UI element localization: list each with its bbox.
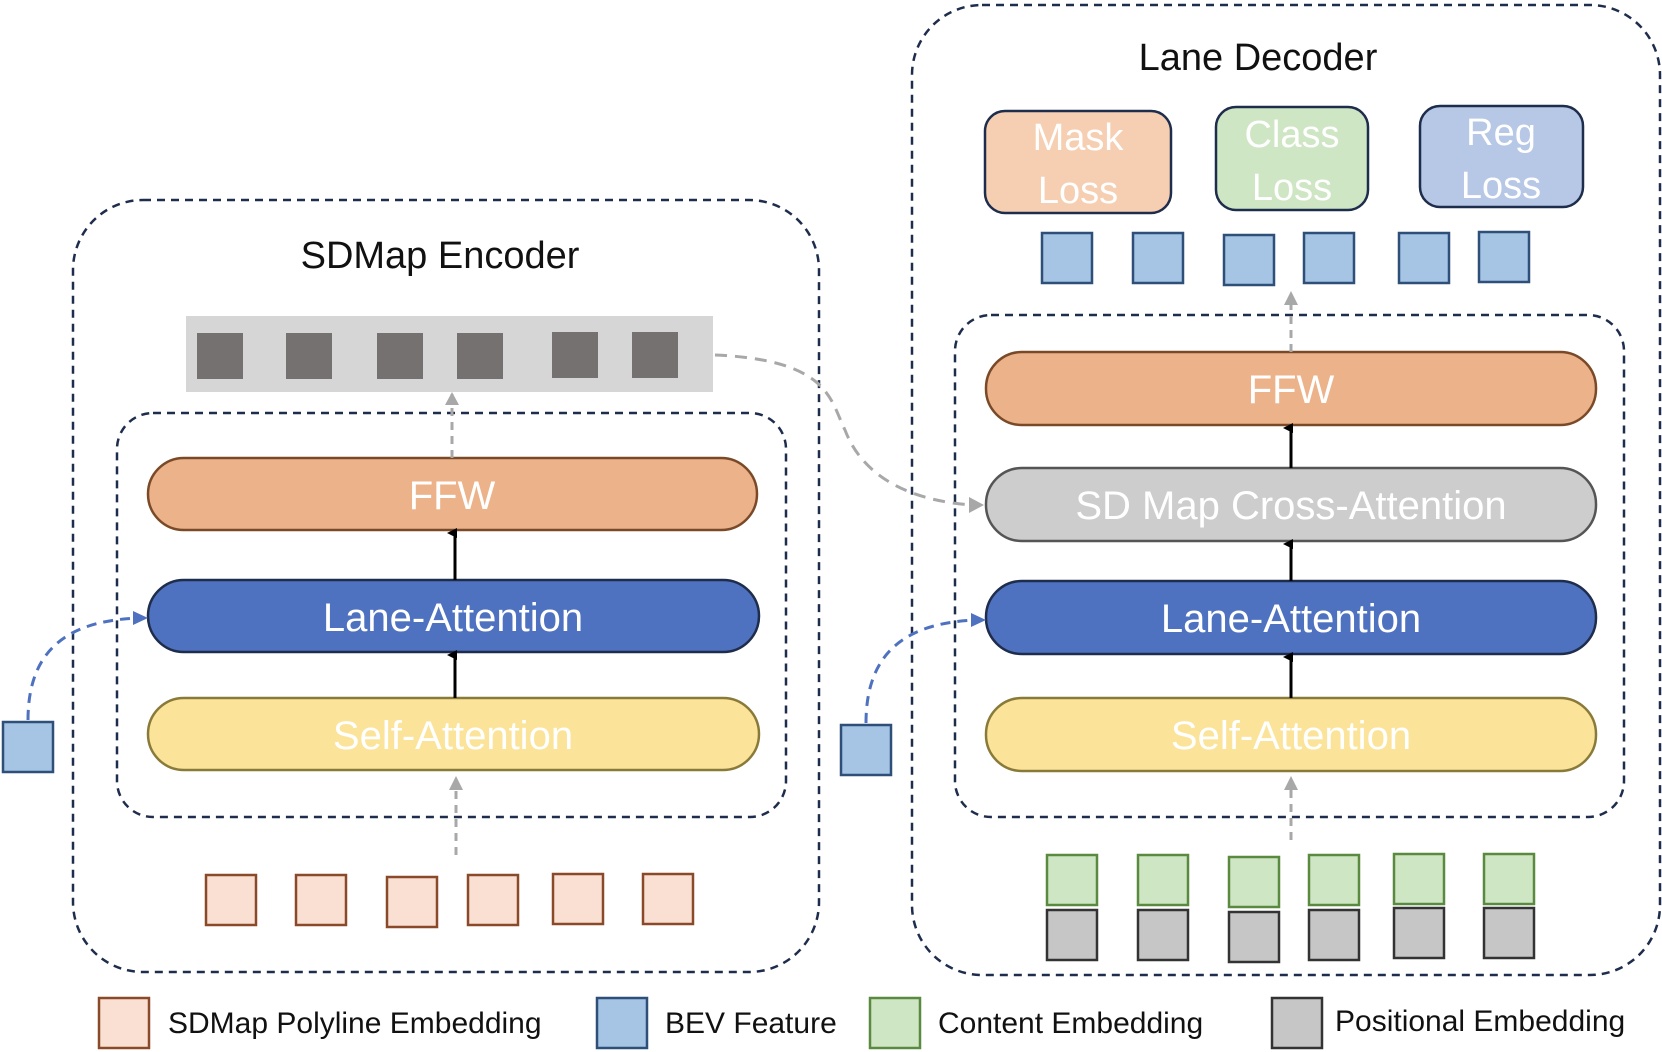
legend-swatch-content	[868, 996, 922, 1050]
decoder-output-tokens	[1040, 230, 1531, 287]
reg-loss-rect	[1418, 104, 1585, 209]
encoder-lane-attention-label: Lane-Attention	[323, 596, 583, 640]
positional-embedding-token	[1482, 906, 1536, 960]
encoder-output-token	[632, 332, 678, 378]
positional-embedding-token	[1307, 908, 1361, 962]
decoder-output-token	[1040, 231, 1094, 285]
decoder-self-attention-block: Self-Attention	[984, 696, 1598, 773]
content-embedding-token	[1307, 853, 1361, 907]
decoder-output-token	[1477, 230, 1531, 284]
decoder-output-token	[1397, 231, 1451, 285]
reg-loss-line1: Reg	[1466, 112, 1536, 154]
encoder-title: SDMap Encoder	[301, 235, 580, 277]
content-embedding-token	[1136, 853, 1190, 907]
legend-swatch-bev	[595, 996, 649, 1050]
encoder-arrow-head-self	[449, 776, 463, 790]
encoder-arrow-head-output	[445, 392, 459, 405]
encoder-bev-arrow	[26, 616, 141, 721]
encoder-lane-attention-block: Lane-Attention	[146, 578, 761, 654]
legend-label-polyline: SDMap Polyline Embedding	[168, 1007, 542, 1040]
class-loss-line1: Class	[1244, 114, 1339, 156]
positional-embedding-token	[1227, 910, 1281, 964]
legend-swatch-positional	[1270, 996, 1324, 1050]
encoder-input-token	[641, 872, 695, 926]
legend-item-bev: BEV Feature	[595, 996, 837, 1050]
encoder-self-attention-block: Self-Attention	[146, 696, 761, 772]
content-embedding-token	[1392, 852, 1446, 906]
class-loss-box: Class Loss	[1214, 105, 1370, 212]
legend: SDMap Polyline Embedding BEV Feature Con…	[97, 996, 1625, 1050]
positional-embedding-token	[1136, 908, 1190, 962]
sdmap-encoder: SDMap Encoder FFW Lane-Attention Self-At…	[1, 198, 821, 974]
encoder-output-bar	[186, 316, 713, 392]
decoder-output-token	[1131, 231, 1185, 285]
decoder-bev-feature	[839, 723, 893, 777]
decoder-output-token	[1222, 233, 1276, 287]
content-embedding-token	[1482, 852, 1536, 906]
decoder-arrow-head-output	[1284, 291, 1298, 305]
encoder-bev-feature	[1, 720, 55, 774]
decoder-outer-frame	[910, 3, 1662, 977]
encoder-output-token	[197, 333, 243, 379]
encoder-bev-arrow-head	[133, 611, 148, 625]
encoder-input-token	[551, 872, 605, 926]
decoder-bev-arrow-head	[971, 613, 986, 627]
encoder-to-cross-attention-connector	[714, 353, 973, 507]
decoder-ffw-block: FFW	[984, 350, 1598, 427]
encoder-to-cross-attention-arrow-head	[969, 497, 984, 513]
encoder-output-token	[552, 332, 598, 378]
legend-label-bev: BEV Feature	[665, 1007, 837, 1040]
encoder-input-token	[385, 875, 439, 929]
encoder-self-attention-label: Self-Attention	[333, 714, 573, 758]
encoder-input-tokens	[204, 872, 695, 929]
reg-loss-line2: Loss	[1461, 165, 1541, 207]
legend-label-positional: Positional Embedding	[1335, 1005, 1625, 1038]
encoder-output-tokens	[197, 332, 678, 379]
decoder-lane-attention-block: Lane-Attention	[984, 579, 1598, 656]
encoder-input-token	[294, 873, 348, 927]
encoder-output-token	[457, 333, 503, 379]
encoder-output-token	[286, 333, 332, 379]
decoder-arrow-head-self	[1284, 776, 1298, 790]
decoder-cross-attention-label: SD Map Cross-Attention	[1075, 484, 1506, 528]
decoder-output-token	[1302, 231, 1356, 285]
encoder-input-token	[466, 873, 520, 927]
legend-item-content: Content Embedding	[868, 996, 1203, 1050]
mask-loss-rect	[983, 109, 1173, 215]
content-embedding-token	[1045, 853, 1099, 907]
legend-item-positional: Positional Embedding	[1270, 996, 1625, 1050]
mask-loss-line1: Mask	[1033, 117, 1125, 159]
decoder-lane-attention-label: Lane-Attention	[1161, 597, 1421, 641]
encoder-ffw-block: FFW	[146, 456, 759, 532]
encoder-ffw-label: FFW	[409, 474, 496, 518]
decoder-ffw-label: FFW	[1248, 368, 1335, 412]
legend-label-content: Content Embedding	[938, 1007, 1203, 1040]
positional-embedding-token	[1392, 906, 1446, 960]
class-loss-line2: Loss	[1252, 167, 1332, 209]
content-embedding-token	[1227, 855, 1281, 909]
reg-loss-box: Reg Loss	[1418, 104, 1585, 209]
legend-swatch-polyline	[97, 996, 151, 1050]
legend-item-polyline: SDMap Polyline Embedding	[97, 996, 542, 1050]
decoder-positional-embeddings	[1045, 906, 1536, 964]
decoder-self-attention-label: Self-Attention	[1171, 714, 1411, 758]
decoder-title: Lane Decoder	[1139, 37, 1378, 79]
positional-embedding-token	[1045, 908, 1099, 962]
mask-loss-box: Mask Loss	[983, 109, 1173, 215]
decoder-bev-arrow	[864, 618, 979, 724]
encoder-output-token	[377, 333, 423, 379]
decoder-cross-attention-block: SD Map Cross-Attention	[984, 466, 1598, 543]
encoder-input-token	[204, 873, 258, 927]
class-loss-rect	[1214, 105, 1370, 212]
mask-loss-line2: Loss	[1038, 170, 1118, 212]
decoder-inner-frame	[953, 313, 1626, 819]
decoder-content-embeddings	[1045, 852, 1536, 909]
lane-decoder: Lane Decoder Mask Loss Class Loss Reg Lo…	[839, 3, 1662, 977]
